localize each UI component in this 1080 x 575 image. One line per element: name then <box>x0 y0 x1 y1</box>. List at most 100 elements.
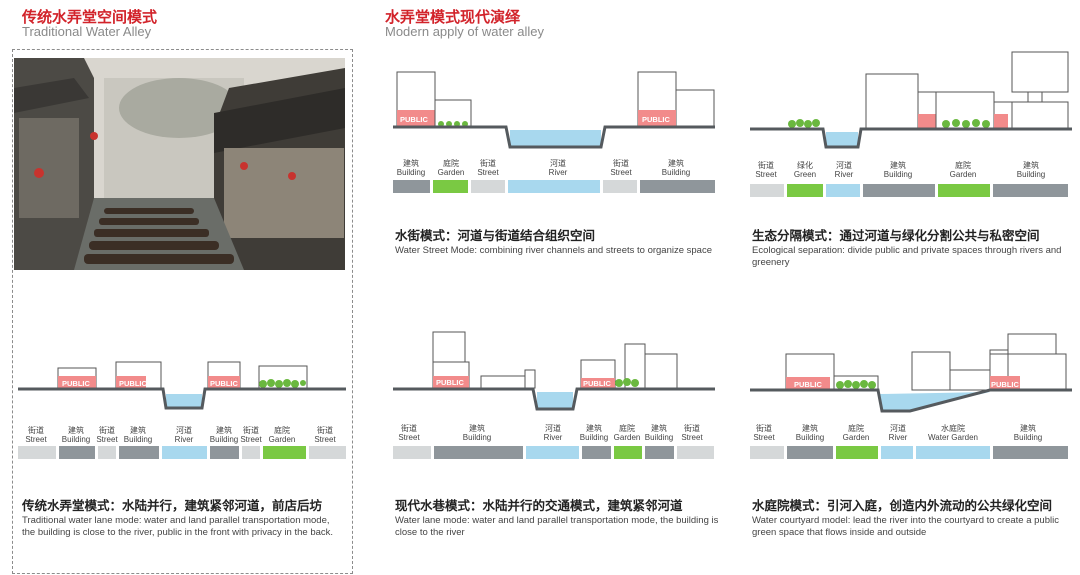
section-label-text: 河道 <box>544 424 561 433</box>
section-label-text: 建筑 <box>890 161 906 170</box>
zone-bar <box>677 446 714 459</box>
svg-text:PUBLIC: PUBLIC <box>400 115 429 124</box>
section-label-text: Building <box>61 435 91 444</box>
section-label-text: 河道 <box>549 159 566 168</box>
panel2-caption-en: Ecological separation: divide public and… <box>752 245 1062 268</box>
section-label-text: 街道 <box>756 424 772 433</box>
section-label-text: 建筑 <box>1020 424 1036 433</box>
section-label-text: River <box>834 170 854 179</box>
panel3-caption-cn: 现代水巷模式：水陆并行的交通模式，建筑紧邻河道 <box>395 499 683 513</box>
public-tag: PUBLIC <box>210 379 239 388</box>
left-caption-en: Traditional water lane mode: water and l… <box>22 515 334 538</box>
section-label-text: Street <box>25 435 47 444</box>
zone-bar <box>938 184 990 197</box>
section-label-text: 河道 <box>835 161 852 170</box>
panel4-caption-cn: 水庭院模式：引河入庭，创造内外流动的公共绿化空间 <box>752 499 1053 513</box>
section-label-text: Building <box>396 168 426 177</box>
svg-text:PUBLIC: PUBLIC <box>991 380 1020 389</box>
zone-bar <box>614 446 642 459</box>
zone-bar <box>433 180 468 193</box>
zone-bar <box>993 446 1068 459</box>
zone-bar <box>508 180 600 193</box>
section-label-text: Street <box>398 433 420 442</box>
section-label-text: 建筑 <box>68 426 84 435</box>
section-label-text: Garden <box>613 433 641 442</box>
zone-bar <box>750 184 784 197</box>
traditional-frame <box>12 49 353 574</box>
garden-bar <box>263 446 306 459</box>
section-label-text: Water Garden <box>928 433 978 442</box>
section-label-text: Garden <box>842 433 870 442</box>
section-label-text: Green <box>793 170 817 179</box>
section-label-text: 河道 <box>175 426 192 435</box>
section-label-text: 街道 <box>28 426 44 435</box>
street-bar <box>98 446 116 459</box>
section-label-text: Building <box>1013 433 1043 442</box>
section-label-text: Street <box>681 433 703 442</box>
zone-bar <box>434 446 523 459</box>
public-tag: PUBLIC <box>62 379 91 388</box>
svg-text:PUBLIC: PUBLIC <box>210 379 239 388</box>
street-bar <box>309 446 346 459</box>
section-label-text: 庭院 <box>619 424 635 433</box>
section-label-text: 建筑 <box>668 159 684 168</box>
street-bar <box>242 446 260 459</box>
zone-bar <box>471 180 505 193</box>
public-tag: PUBLIC <box>436 378 465 387</box>
section-label-text: Street <box>96 435 118 444</box>
zone-bar <box>750 446 784 459</box>
zone-bar <box>836 446 878 459</box>
right-title-cn: 水弄堂模式现代演绎 <box>385 9 521 26</box>
section-label-text: Street <box>314 435 336 444</box>
zone-bar <box>916 446 990 459</box>
section-label-text: River <box>548 168 568 177</box>
section-label-text: 街道 <box>613 159 629 168</box>
section-label-text: Building <box>209 435 239 444</box>
panel2-caption-cn: 生态分隔模式：通过河道与绿化分割公共与私密空间 <box>752 229 1040 243</box>
right-title-en: Modern apply of water alley <box>385 24 544 39</box>
zone-bar <box>526 446 579 459</box>
section-label-text: Street <box>477 168 499 177</box>
water-town-photo <box>14 58 345 270</box>
section-label-text: 建筑 <box>130 426 146 435</box>
zone-bar <box>826 184 860 197</box>
section-label-text: 庭院 <box>955 161 971 170</box>
water-courtyard-drawing: PUBLIC PUBLIC <box>750 333 1072 413</box>
zone-bar <box>993 184 1068 197</box>
section-label-text: Building <box>644 433 674 442</box>
section-label-text: 庭院 <box>443 159 459 168</box>
section-label-text: Garden <box>437 168 465 177</box>
traditional-section-drawing: PUBLIC PUBLIC PUBLIC <box>18 361 346 410</box>
section-label-text: 街道 <box>758 161 774 170</box>
panel3-caption-en: Water lane mode: water and land parallel… <box>395 515 719 538</box>
zone-bar <box>640 180 715 193</box>
section-label-text: 建筑 <box>1023 161 1039 170</box>
svg-text:PUBLIC: PUBLIC <box>436 378 465 387</box>
section-label-text: 河道 <box>889 424 906 433</box>
zone-bar <box>393 446 431 459</box>
public-tag: PUBLIC <box>991 380 1020 389</box>
ecological-drawing <box>750 51 1072 149</box>
